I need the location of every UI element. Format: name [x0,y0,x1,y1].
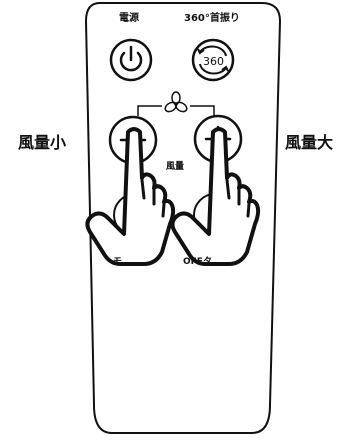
fan-speed-bracket [137,105,215,116]
off-timer-label: OFFタ [183,257,212,267]
mode-label: モ [113,257,123,267]
power-icon [119,45,143,72]
swing-button[interactable] [191,38,235,82]
fan-low-label: 風量小 [18,133,67,152]
fan-speed-label: 風量 [166,162,185,172]
fan-high-label: 風量大 [285,133,334,152]
rotate-icon [197,45,229,75]
fan-icon [164,91,188,113]
power-button[interactable] [109,38,153,82]
swing-label: 360°首振り [184,13,240,24]
power-label: 電源 [119,13,139,24]
swing-icon-text: 360 [203,55,224,68]
